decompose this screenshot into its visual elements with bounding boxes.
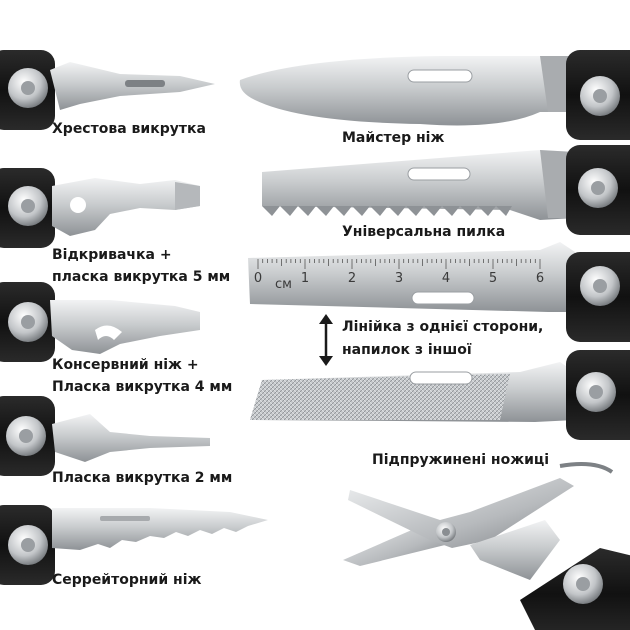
handle-phillips	[0, 50, 55, 130]
handle-saw	[566, 145, 630, 235]
ruler-number: 4	[442, 271, 450, 286]
label-spring-scissors: Підпружинені ножиці	[372, 452, 550, 468]
universal-saw	[262, 150, 575, 220]
label-master-knife: Майстер ніж	[342, 130, 445, 146]
handle-master-knife	[566, 50, 630, 140]
label-universal-saw: Універсальна пилка	[342, 224, 506, 240]
ruler-numbers: 0 1 2 3 4 5 6 см	[254, 271, 544, 292]
ruler-number: 1	[301, 271, 309, 286]
label-can-opener-line1: Консервний ніж +	[52, 357, 199, 373]
handle-ruler	[566, 252, 630, 342]
ruler-number: 6	[536, 271, 544, 286]
can-opener-tool	[50, 300, 200, 354]
phillips-screwdriver	[50, 62, 215, 110]
handle-can-opener	[0, 282, 55, 362]
double-arrow-icon	[319, 314, 333, 366]
label-opener-line1: Відкривачка +	[52, 247, 172, 263]
label-serrated-knife: Серрейторний ніж	[52, 572, 202, 588]
handle-flat-2mm	[0, 396, 55, 476]
ruler-number: 3	[395, 271, 403, 286]
file-blade	[250, 362, 575, 422]
ruler-blade	[248, 242, 575, 312]
ruler-ticks	[257, 259, 541, 269]
label-ruler-line1: Лінійка з однієї сторони,	[342, 319, 544, 335]
label-opener-line2: пласка викрутка 5 мм	[52, 269, 231, 285]
handle-opener	[0, 168, 55, 248]
flat-screwdriver-2mm	[52, 414, 210, 462]
ruler-number: 0	[254, 271, 262, 286]
ruler-number: 5	[489, 271, 497, 286]
handle-file	[566, 350, 630, 440]
bottle-opener-tool	[52, 178, 200, 236]
label-phillips-screwdriver: Хрестова викрутка	[52, 121, 206, 137]
label-flat-screwdriver-2mm: Пласка викрутка 2 мм	[52, 470, 233, 486]
handle-scissors	[520, 548, 630, 630]
ruler-unit: см	[275, 277, 292, 292]
serrated-knife	[52, 508, 268, 550]
ruler-number: 2	[348, 271, 356, 286]
label-ruler-line2: напилок з іншої	[342, 342, 472, 358]
handle-serrated	[0, 505, 55, 585]
spring-scissors	[343, 462, 614, 580]
master-knife	[239, 56, 570, 126]
label-can-opener-line2: Пласка викрутка 4 мм	[52, 379, 233, 395]
